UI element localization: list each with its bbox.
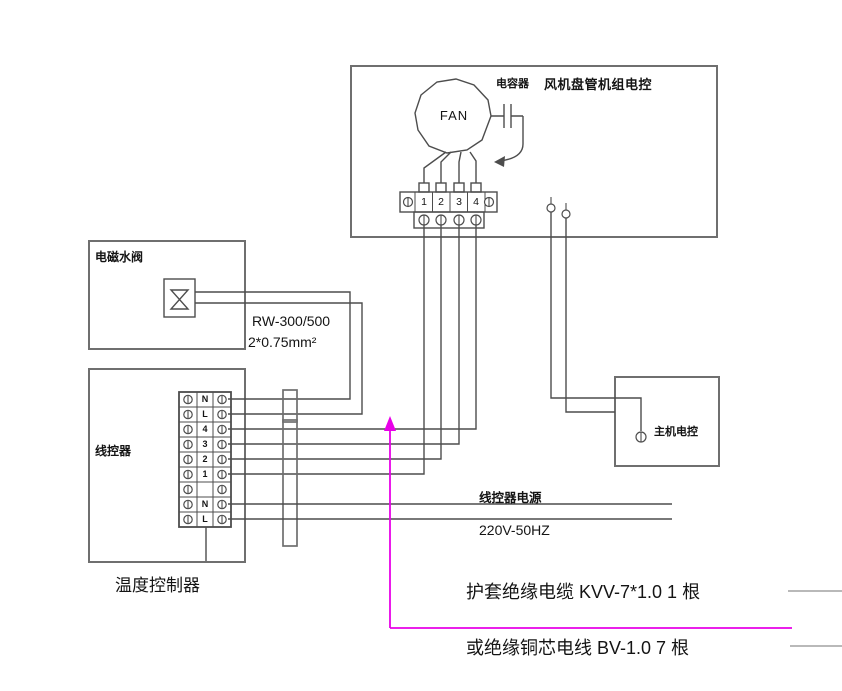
- strip-label-2: L: [202, 409, 208, 419]
- valve-box: [88, 240, 246, 350]
- fan-unit-box: [350, 65, 718, 238]
- strip-label-5: 2: [202, 454, 208, 464]
- valve-symbol: [163, 278, 196, 318]
- strip-label-1: N: [201, 394, 209, 404]
- strip-label-8: N: [201, 499, 209, 509]
- strip-label-7: [197, 482, 213, 497]
- terminal-strip: [178, 391, 232, 528]
- strip-label-6: 1: [202, 469, 208, 479]
- valve-box-title: 电磁水阀: [95, 250, 144, 264]
- capacitor-symbol: [491, 104, 524, 167]
- capacitor-label: 电容器: [496, 78, 529, 90]
- terminal-number-4: 4: [473, 196, 479, 208]
- power-lines: [228, 503, 672, 520]
- fan-terminal-wires: [423, 151, 477, 183]
- controller-power-label: 线控器电源: [479, 491, 542, 505]
- wire-controller-title: 线控器: [95, 444, 132, 458]
- temperature-controller-caption: 温度控制器: [115, 576, 200, 595]
- strip-label-4: 3: [202, 439, 208, 449]
- controller-power-rating: 220V-50HZ: [479, 522, 550, 538]
- valve-cable-model: RW-300/500: [252, 313, 331, 329]
- main-unit-wires: [546, 197, 647, 443]
- cable-callout-arrow: [384, 416, 792, 629]
- fan-unit-title: 风机盘管机组电控: [544, 77, 653, 92]
- main-unit-box: [614, 376, 720, 467]
- terminal-number-1: 1: [421, 196, 427, 208]
- cable-note-line1: 护套绝缘电缆 KVV-7*1.0 1 根: [466, 582, 701, 602]
- fan-box-screw: [561, 209, 571, 219]
- strip-label-3: 4: [202, 424, 208, 434]
- cable-sleeve-small: [282, 389, 298, 423]
- cable-sleeve-large: [282, 419, 298, 547]
- fan-circle: [414, 78, 492, 154]
- terminal-number-2: 2: [438, 196, 444, 208]
- fan-box-screw: [546, 203, 556, 213]
- strip-label-9: L: [202, 514, 208, 524]
- fan-speed-wires: [228, 225, 477, 475]
- valve-cable-spec: 2*0.75mm²: [248, 334, 317, 350]
- wire-controller-box: [88, 368, 246, 563]
- terminal-number-3: 3: [456, 196, 462, 208]
- fan-label: FAN: [439, 108, 469, 123]
- main-unit-title: 主机电控: [654, 426, 698, 438]
- valve-wires: [195, 291, 363, 415]
- cable-note-line2: 或绝缘铜芯电线 BV-1.0 7 根: [466, 638, 690, 658]
- capacitor-lead-arrow: [494, 156, 505, 167]
